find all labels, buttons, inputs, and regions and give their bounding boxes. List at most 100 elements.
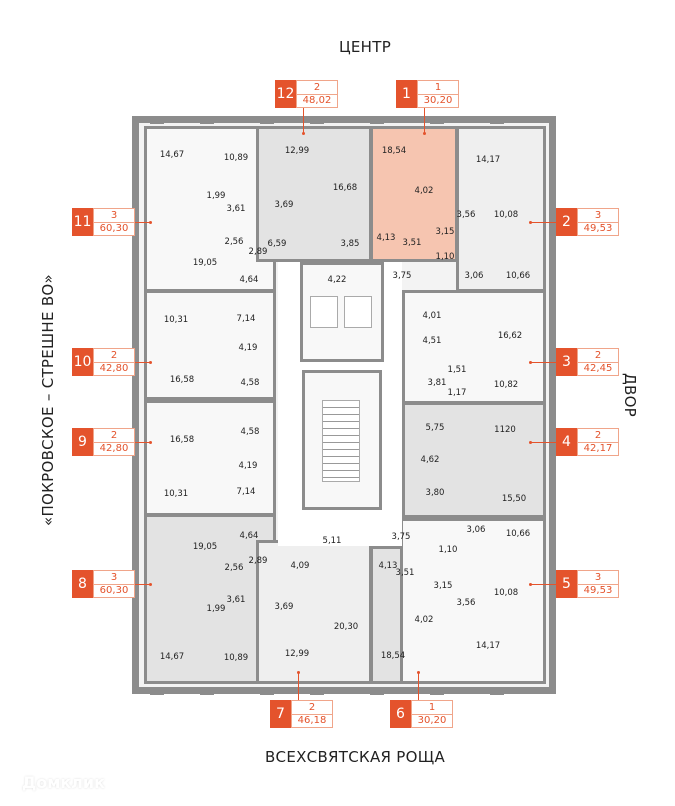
unit-7-area[interactable]: [256, 540, 372, 684]
room-area-label: 5,11: [322, 536, 342, 546]
unit-rooms: 2: [94, 350, 134, 363]
room-area-label: 3,06: [466, 525, 486, 535]
room-area-label: 4,58: [240, 427, 260, 437]
room-area-label: 3,69: [274, 602, 294, 612]
unit-marker-dot: [529, 583, 532, 586]
unit-8-area[interactable]: [144, 514, 276, 684]
unit-marker-dot: [417, 671, 420, 674]
room-area-label: 3,06: [464, 271, 484, 281]
room-area-label: 14,67: [159, 150, 185, 160]
room-area-label: 10,31: [163, 489, 189, 499]
leader-line: [530, 442, 556, 443]
room-area-label: 3,15: [435, 227, 455, 237]
unit-rooms: 3: [94, 210, 134, 223]
room-area-label: 7,14: [236, 487, 256, 497]
room-area-label: 4,58: [240, 378, 260, 388]
unit-area: 60,30: [99, 584, 129, 596]
room-area-label: 3,80: [425, 488, 445, 498]
unit-marker-dot: [149, 361, 152, 364]
room-area-label: 20,30: [333, 622, 359, 632]
room-area-label: 10,66: [505, 529, 531, 539]
window-pier: [310, 687, 324, 695]
stairs: [322, 400, 360, 482]
room-area-label: 2,89: [248, 556, 268, 566]
leader-line: [424, 108, 425, 133]
unit-9-area[interactable]: [144, 400, 276, 516]
room-area-label: 3,75: [391, 532, 411, 542]
leader-line: [135, 442, 150, 443]
unit-4-area[interactable]: [402, 402, 546, 518]
unit-rooms: 2: [292, 702, 332, 715]
room-area-label: 4,51: [422, 336, 442, 346]
unit-number: 7: [270, 700, 291, 728]
unit-3-area[interactable]: [402, 290, 546, 404]
leader-line: [530, 362, 556, 363]
room-area-label: 3,15: [433, 581, 453, 591]
room-area-label: 15,50: [501, 494, 527, 504]
room-area-label: 3,75: [392, 271, 412, 281]
room-area-label: 10,89: [223, 153, 249, 163]
unit-area: 42,80: [99, 362, 129, 374]
unit-rooms: 2: [578, 430, 618, 443]
leader-line: [135, 222, 150, 223]
unit-12-area[interactable]: [256, 126, 372, 262]
unit-rooms: 2: [94, 430, 134, 443]
leader-line: [418, 672, 419, 700]
leader-line: [530, 584, 556, 585]
unit-rooms: 1: [418, 82, 458, 95]
unit-5-area[interactable]: [400, 518, 546, 684]
unit-2-area[interactable]: [456, 126, 546, 292]
room-area-label: 3,61: [226, 204, 246, 214]
window-pier: [430, 116, 444, 124]
unit-number: 5: [556, 570, 577, 598]
unit-area: 42,45: [583, 362, 613, 374]
room-area-label: 1,99: [206, 604, 226, 614]
window-pier: [430, 687, 444, 695]
unit-area: 30,20: [423, 94, 453, 106]
leader-line: [530, 222, 556, 223]
unit-rooms: 3: [94, 572, 134, 585]
unit-area: 46,18: [297, 714, 327, 726]
unit-number: 3: [556, 348, 577, 376]
unit-10-area[interactable]: [144, 290, 276, 400]
unit-11-area[interactable]: [144, 126, 276, 292]
room-area-label: 14,17: [475, 155, 501, 165]
room-area-label: 1,17: [447, 388, 467, 398]
room-area-label: 16,58: [169, 375, 195, 385]
room-area-label: 16,58: [169, 435, 195, 445]
unit-marker-dot: [529, 441, 532, 444]
unit-area: 60,30: [99, 222, 129, 234]
room-area-label: 4,19: [238, 461, 258, 471]
elevator-1: [310, 296, 338, 328]
unit-area: 48,02: [302, 94, 332, 106]
room-area-label: 19,05: [192, 258, 218, 268]
unit-number: 8: [72, 570, 93, 598]
unit-rooms: 1: [412, 702, 452, 715]
room-area-label: 14,67: [159, 652, 185, 662]
unit-number: 12: [275, 80, 296, 108]
leader-line: [135, 362, 150, 363]
unit-marker-dot: [529, 361, 532, 364]
room-area-label: 10,31: [163, 315, 189, 325]
room-area-label: 1120: [494, 425, 516, 435]
unit-number: 9: [72, 428, 93, 456]
room-area-label: 10,66: [505, 271, 531, 281]
